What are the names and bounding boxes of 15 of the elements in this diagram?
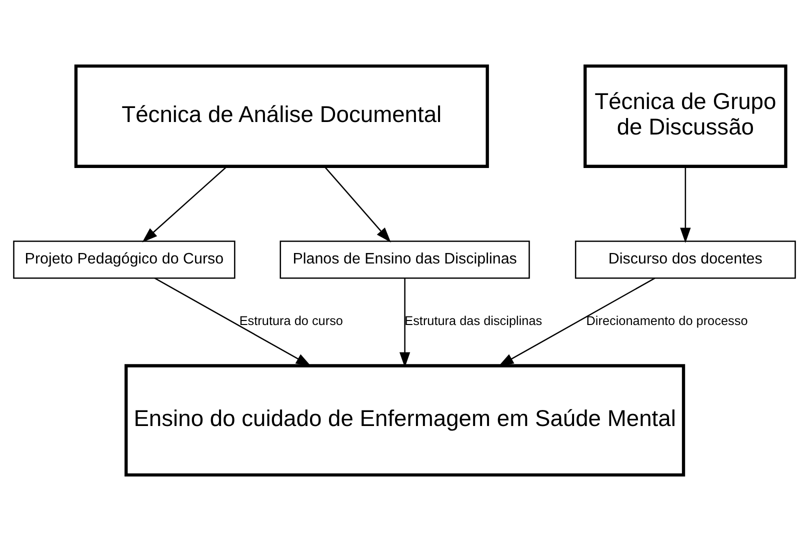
edge-label: Estrutura do curso [239,314,344,328]
arrow [142,165,228,242]
node-box: Planos de Ensino das Disciplinas [280,240,530,278]
arrow [680,166,691,242]
arrow [498,277,656,366]
arrow [324,165,391,242]
node-box: Técnica de Grupo de Discussão [584,64,788,168]
arrow [154,277,312,366]
node-box: Discurso dos docentes [574,240,796,278]
node-box: Projeto Pedagógico do Curso [13,240,236,278]
node-box: Ensino do cuidado de Enfermagem em Saúde Mental [124,364,686,476]
arrow [399,278,410,368]
edge-label: Estrutura das disciplinas [404,314,542,328]
node-box: Técnica de Análise Documental [74,64,489,168]
edge-label: Direcionamento do processo [586,314,748,328]
